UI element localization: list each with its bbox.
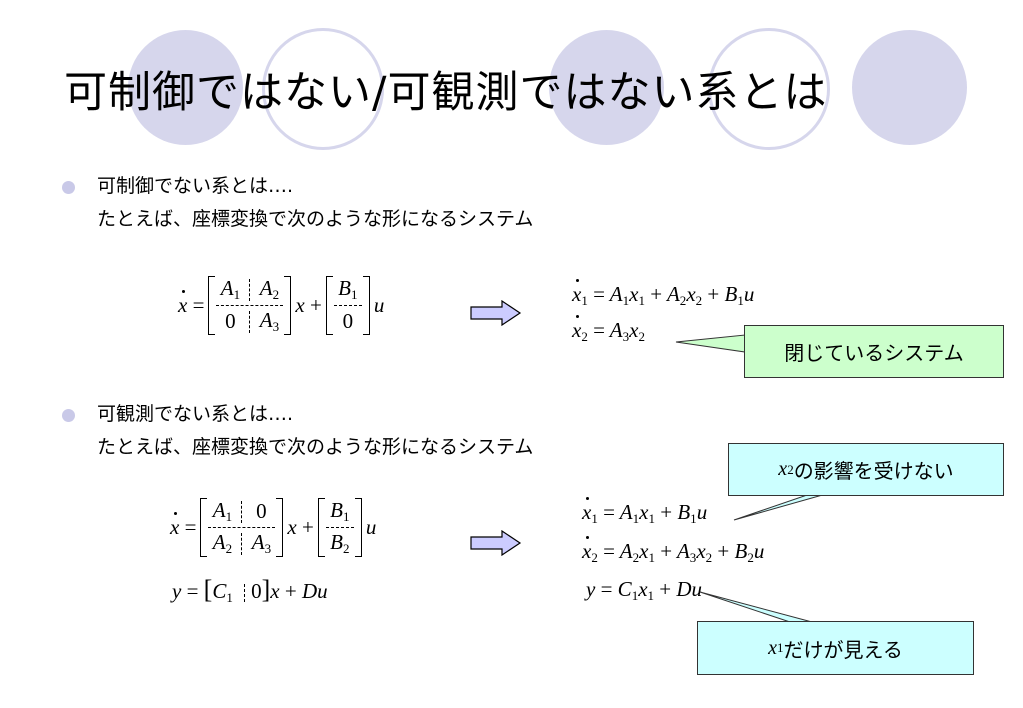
bullet-subtext: たとえば、座標変換で次のような形になるシステム [97, 436, 534, 458]
bullet-heading: 可制御でない系とは…. [97, 175, 294, 197]
equation-x1-dot: x1 = A1x1 + B1u [582, 497, 708, 526]
equation-x2-dot: x2 = A2x1 + A3x2 + B2u [582, 536, 765, 565]
decor-circle [549, 30, 664, 145]
slide-title: 可制御ではない/可観測ではない系とは [64, 68, 828, 118]
callout-closed-system: 閉じているシステム [744, 325, 1004, 378]
callout-var-sub: 2 [787, 461, 794, 477]
output-equation: y = [C1 0]x + Du [172, 575, 328, 605]
callout-var: x [778, 458, 788, 480]
callout-text: 閉じているシステム [784, 341, 964, 365]
equation-x2-dot: x2 = A3x2 [572, 315, 645, 344]
decor-ring [262, 28, 384, 150]
callout-text: だけが見える [783, 637, 903, 662]
arrow-right-icon [470, 300, 522, 326]
bullet-subtext: たとえば、座標変換で次のような形になるシステム [97, 208, 534, 230]
arrow-right-icon [470, 530, 522, 556]
decor-circle [852, 30, 967, 145]
decor-ring [708, 28, 830, 150]
bullet-dot [62, 181, 75, 194]
equation-x1-dot: x1 = A1x1 + A2x2 + B1u [572, 279, 755, 308]
output-equation-reduced: y = C1x1 + Du [586, 577, 703, 603]
decor-circle [128, 30, 243, 145]
matrix-b: B1 B2 [317, 498, 362, 557]
bullet-unobservable: 可観測でない系とは…. たとえば、座標変換で次のような形になるシステム [97, 398, 533, 464]
bullet-uncontrollable: 可制御でない系とは…. たとえば、座標変換で次のような形になるシステム [97, 170, 533, 236]
bullet-heading: 可観測でない系とは…. [97, 403, 294, 425]
callout-var: x [768, 636, 777, 659]
callout-text: の影響を受けない [793, 459, 954, 483]
callout-var-sub: 1 [776, 640, 784, 655]
matrix-b: B1 0 [325, 276, 370, 335]
bullet-dot [62, 409, 75, 422]
